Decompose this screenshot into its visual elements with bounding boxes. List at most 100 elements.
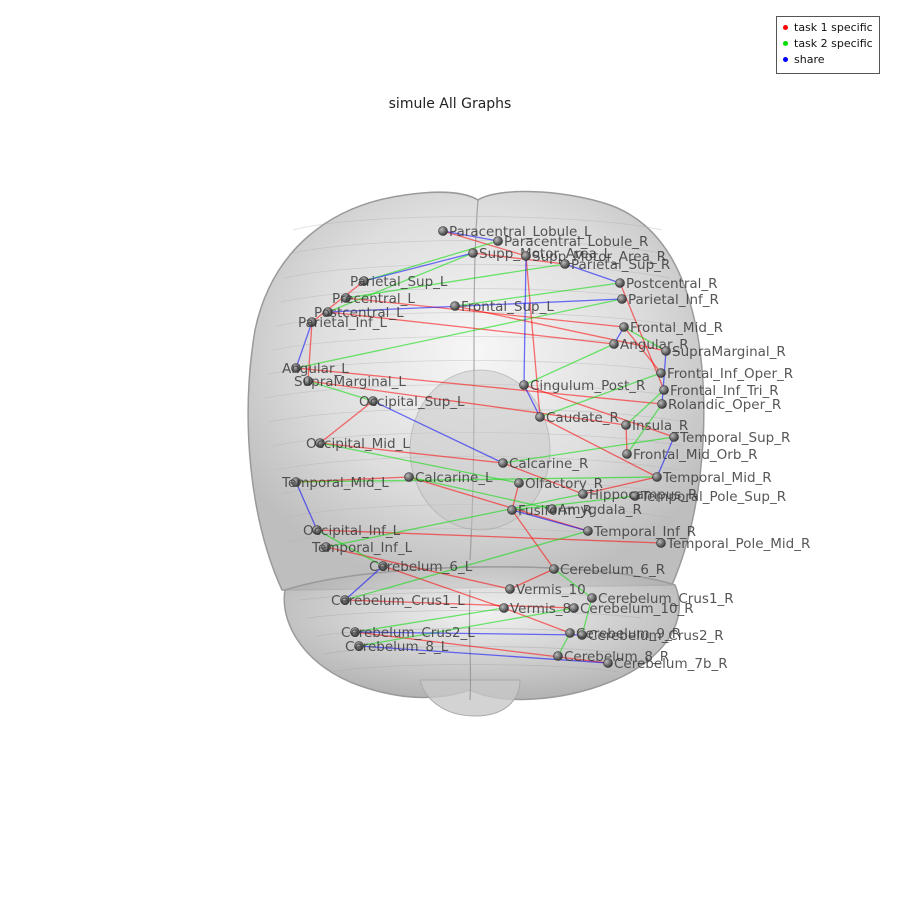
task2-edge [625, 389, 665, 426]
task2-edge [319, 442, 520, 484]
share-edge [511, 509, 589, 532]
node-label: Olfactory_R [525, 476, 603, 492]
task2-edge [408, 476, 553, 510]
node-marker [615, 278, 625, 288]
node-marker [659, 385, 669, 395]
task1-dot-icon [783, 24, 788, 30]
node-marker [505, 584, 515, 594]
legend-item-task2: task 2 specific [783, 36, 879, 52]
node-marker [577, 630, 587, 640]
node-marker [507, 505, 517, 515]
node-marker [652, 472, 662, 482]
node-label: Parietal_Inf_L [298, 315, 388, 331]
legend-label: share [794, 53, 825, 66]
share-edge [295, 481, 318, 531]
edge-layer [295, 230, 675, 664]
node-label: Cerebelum_6_R [560, 562, 665, 578]
task1-edge [319, 400, 374, 444]
task1-edge [408, 476, 589, 532]
node-marker [535, 412, 545, 422]
node-label: Rolandic_Oper_R [668, 397, 781, 413]
node-label: Frontal_Inf_Tri_R [670, 383, 779, 399]
node-marker [312, 525, 322, 535]
task1-edge [472, 252, 566, 265]
node-marker [619, 322, 629, 332]
plot-title: simule All Graphs [388, 96, 512, 112]
node-label: Cingulum_Post_R [530, 378, 645, 394]
node-marker [609, 339, 619, 349]
legend-label: task 2 specific [794, 37, 873, 50]
node-label: Temporal_Inf_R [593, 524, 696, 540]
task1-edge [295, 367, 663, 405]
share-edge [661, 350, 667, 405]
task1-edge [307, 380, 627, 426]
node-label: Temporal_Pole_Mid_R [666, 536, 810, 552]
node-marker [603, 658, 613, 668]
node-marker [656, 368, 666, 378]
share-edge [372, 400, 504, 464]
node-marker [315, 438, 325, 448]
node-label: Cerebelum_8_R [564, 649, 669, 665]
node-label: SupraMarginal_R [672, 344, 786, 360]
task1-edge [327, 311, 615, 345]
task2-edge [344, 530, 589, 601]
node-marker [617, 294, 627, 304]
node-label: Frontal_Mid_R [630, 320, 723, 336]
node-label: Cerebelum_Crus1_R [598, 591, 734, 607]
node-marker [547, 504, 557, 514]
node-label: Angular_R [620, 337, 689, 353]
node-label: Temporal_Inf_L [311, 540, 413, 556]
task1-edge [344, 599, 575, 609]
task1-edge [511, 509, 555, 570]
task1-edge [523, 384, 675, 438]
share-edge [354, 631, 583, 636]
task1-edge [503, 607, 571, 634]
node-label: Vermis_10 [516, 582, 586, 598]
node-marker [560, 259, 570, 269]
share-edge [363, 252, 474, 282]
task2-edge [295, 298, 623, 369]
node-marker [291, 363, 301, 373]
node-label: Insula_R [632, 418, 688, 434]
node-label: Occipital_Sup_L [359, 394, 465, 410]
task1-edge [625, 424, 628, 455]
node-marker [657, 399, 667, 409]
node-label: Angular_L [282, 361, 349, 377]
node-label: Temporal_Sup_R [679, 430, 790, 446]
task2-edge [345, 263, 566, 299]
share-edge [523, 255, 527, 386]
share-edge [344, 565, 384, 601]
legend-item-share: share [783, 52, 879, 68]
task2-edge [454, 282, 621, 307]
task1-edge [582, 476, 658, 495]
node-marker [519, 380, 529, 390]
node-marker [438, 226, 448, 236]
node-marker [498, 458, 508, 468]
share-edge [656, 436, 675, 478]
node-marker [669, 432, 679, 442]
node-marker [378, 561, 388, 571]
node-marker [303, 376, 313, 386]
task2-edge [316, 529, 384, 567]
node-label: Fusiform_R [518, 503, 592, 519]
node-label: Parietal_Inf_R [628, 292, 719, 308]
node-label: Paracentral_Lobule_R [504, 234, 648, 250]
node-label: Cerebelum_9_R [576, 626, 681, 642]
task1-edge [623, 326, 662, 374]
node-marker [514, 478, 524, 488]
node-layer: Paracentral_Lobule_LParacentral_Lobule_R… [281, 224, 810, 672]
node-marker [499, 603, 509, 613]
task1-edge [442, 230, 527, 257]
node-label: Cerebelum_10_R [580, 601, 694, 617]
node-marker [565, 628, 575, 638]
task1-edge [307, 321, 313, 382]
node-marker [341, 293, 351, 303]
task1-edge [539, 416, 658, 478]
node-label: Occipital_Inf_L [303, 523, 401, 539]
task2-edge [358, 607, 575, 647]
node-label: Occipital_Mid_L [306, 436, 410, 452]
task1-edge [316, 529, 662, 544]
task1-edge [325, 546, 511, 590]
node-marker [450, 301, 460, 311]
share-dot-icon [783, 56, 788, 62]
